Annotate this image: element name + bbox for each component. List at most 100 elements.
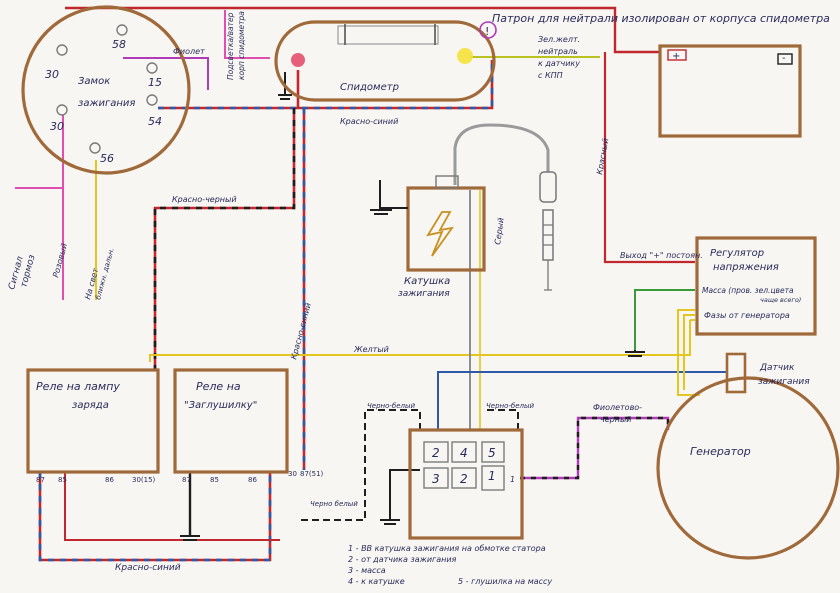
relay-plug-label-1: Реле на: [196, 380, 241, 393]
switch-ground-icon: [380, 519, 400, 525]
relay-plug-pin-85: 85: [210, 476, 219, 484]
terminal-15: [146, 62, 158, 74]
label-yellow: Желтый: [353, 345, 389, 354]
ignition-switch-label-2: зажигания: [78, 98, 135, 109]
relay-plug-body: [173, 368, 289, 474]
ignition-coil: Катушка зажигания: [370, 175, 486, 299]
wire-green-ground: [634, 289, 695, 350]
relay-charge-pin-85: 85: [58, 476, 67, 484]
switch-pin-5: 5: [488, 446, 496, 460]
label-black-white-3: Черно белый: [310, 500, 358, 508]
relay-plug-pin-86: 86: [248, 476, 257, 484]
wire-red-right-down: [603, 52, 695, 264]
terminal-58-label: 58: [112, 38, 126, 51]
terminal-30-bottom-label: 30: [50, 120, 64, 133]
label-neutral-1: Зел.желт.: [538, 35, 580, 44]
terminal-54-label: 54: [148, 115, 162, 128]
spark-plug-icon: [539, 171, 557, 291]
speedometer-ground-icon: [278, 94, 292, 100]
sensor-label-2: зажигания: [758, 377, 810, 387]
label-neutral-2: нейтраль: [538, 47, 578, 56]
relay-charge-pin-86: 86: [105, 476, 114, 484]
label-pink-wire-1: Подсветка/ватер: [226, 12, 235, 80]
relay-charge-label-2: заряда: [72, 400, 109, 411]
wire-black-white-2: [485, 409, 519, 430]
ignition-coil-label-1: Катушка: [404, 276, 450, 287]
switch-pin-1-side: 1: [510, 475, 515, 484]
legend-item: 2 - от датчика зажигания: [348, 555, 457, 564]
relay-charge-body: [26, 368, 160, 474]
switch-pin-3: 3: [432, 472, 440, 486]
switch-pin-1: 1: [488, 469, 496, 483]
label-red-black: Красно-черный: [172, 195, 237, 204]
relay-plug-pin-30: 30: [288, 470, 297, 478]
sensor-label-1: Датчик: [759, 363, 795, 373]
lamp-neutral-icon: [457, 48, 473, 64]
terminal-56-label: 56: [100, 152, 114, 165]
relay-plug-label-2: "Заглушилку": [184, 400, 257, 411]
ignition-switch: 30 58 15 30 54 56 Замок зажигания: [21, 5, 191, 175]
battery-plus-label: +: [672, 51, 680, 62]
lamp-info-mark: !: [485, 25, 489, 38]
coil-ground-icon: [370, 180, 408, 215]
regulator-label-2: напряжения: [713, 262, 779, 273]
wire-yellow-horizontal: [149, 320, 691, 362]
wire-red-blue-bottom-blue: [38, 472, 272, 562]
battery-minus-terminal: [777, 53, 793, 65]
label-pink-wire-2: корп спидометра: [237, 11, 246, 80]
wire-red-blue-bottom2: [64, 472, 280, 541]
regulator-pin-phases: Фазы от генератора: [704, 311, 790, 320]
wire-hv-lead: [453, 123, 550, 185]
label-violet-black-1: Фиолетово-: [593, 403, 642, 412]
wire-blue-sensor: [437, 371, 727, 430]
label-black-white-1: Черно-белый: [367, 402, 416, 410]
wires: [15, 6, 727, 562]
speedometer-label: Спидометр: [340, 82, 399, 93]
relay-charge-lamp: Реле на лампу заряда 87 85 86 30(15): [26, 368, 160, 484]
label-red-blue-top: Красно-синий: [340, 117, 398, 126]
label-neutral-4: с КПП: [538, 71, 563, 80]
label-violet-black-2: черный: [600, 415, 631, 424]
regulator-pin-ground-1: Масса (пров. зел.цвета: [702, 286, 794, 295]
lamp-charge-icon: [291, 53, 305, 67]
terminal-58: [116, 24, 128, 36]
speedometer-contacts: [344, 24, 436, 45]
switch-pin-2: 2: [432, 446, 440, 460]
relay-kill-switch: Реле на "Заглушилку" 87 85 86 30 87(51): [173, 368, 324, 541]
terminal-30-top: [56, 44, 68, 56]
wire-violet-black-black: [520, 416, 670, 480]
lamp-info-icon: [479, 21, 497, 39]
wire-black-white-1: [300, 409, 421, 521]
ignition-coil-cap: [435, 175, 459, 189]
label-red-blue-bottom: Красно-синий: [115, 563, 181, 573]
terminal-30-top-label: 30: [45, 68, 59, 81]
wire-violet: [123, 57, 209, 90]
regulator: Регулятор напряжения Масса (пров. зел.цв…: [620, 236, 817, 357]
regulator-pin-output: Выход "+" постоян.: [620, 251, 703, 260]
terminal-54: [146, 94, 158, 106]
speedometer-body: [274, 20, 496, 102]
label-grey: Серый: [493, 217, 506, 245]
legend-item: 3 - масса: [348, 566, 386, 575]
regulator-body: [695, 236, 817, 336]
generator-body: [656, 376, 840, 560]
switch-pin-2b: 2: [460, 472, 468, 486]
legend: 1 - ВВ катушка зажигания на обмотке стат…: [348, 544, 552, 586]
terminal-56: [89, 142, 101, 154]
wire-pink-short: [224, 10, 270, 59]
wire-pink-long: [15, 115, 64, 300]
ignition-switch-label-1: Замок: [78, 76, 110, 87]
legend-item: 4 - к катушке: [348, 577, 405, 586]
battery-minus-label: -: [782, 53, 786, 64]
ignition-sensor: [725, 352, 747, 394]
wire-red-top: [65, 6, 660, 54]
top-note: Патрон для нейтрали изолирован от корпус…: [492, 12, 830, 25]
switch-block-body: [408, 428, 524, 540]
regulator-ground-icon: [625, 350, 645, 357]
switch-pin-4: 4: [460, 446, 468, 460]
relay-ground-icon: [180, 535, 200, 541]
relay-charge-pin-87: 87: [36, 476, 45, 484]
legend-item: 5 - глушилка на массу: [458, 577, 552, 586]
terminal-30-bottom: [56, 104, 68, 116]
